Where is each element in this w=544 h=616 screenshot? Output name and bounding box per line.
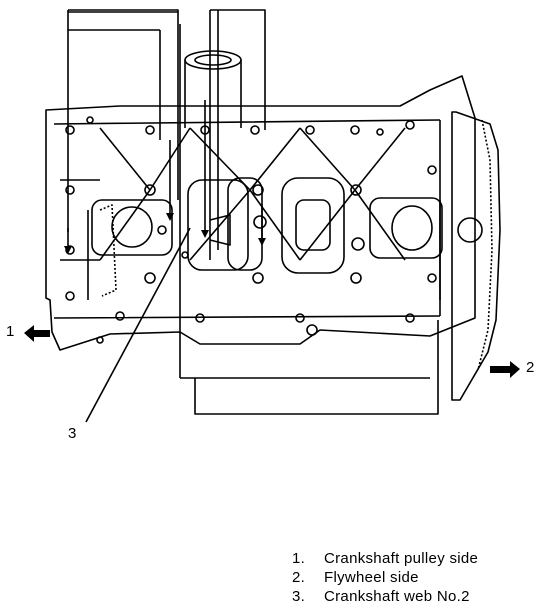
arrow-head-down-icon: [258, 238, 266, 246]
callout-3-label: 3: [68, 425, 77, 442]
crankshaft: [87, 177, 443, 300]
left-arrow-icon: [24, 325, 50, 342]
internal-arrows: [67, 100, 263, 248]
legend-text: Flywheel side: [324, 569, 419, 586]
legend-item: 1. Crankshaft pulley side: [292, 549, 478, 568]
right-arrow-icon: [490, 361, 520, 378]
legend-number: 1.: [292, 550, 306, 567]
cylinder-sleeve: [184, 50, 242, 128]
legend-text: Crankshaft pulley side: [324, 550, 479, 567]
bolt-holes: [65, 116, 437, 344]
callout-3-leader: [85, 227, 191, 423]
legend-number: 2.: [292, 569, 306, 586]
arrow-head-down-icon: [166, 213, 174, 221]
callout-1-label: 1: [6, 323, 15, 340]
arrow-head-down-icon: [201, 230, 209, 238]
legend-number: 3.: [292, 588, 306, 605]
legend-text: Crankshaft web No.2: [324, 588, 470, 605]
callout-2-label: 2: [526, 359, 535, 376]
flywheel: [451, 111, 501, 401]
legend: 1. Crankshaft pulley side 2. Flywheel side…: [292, 549, 478, 606]
engine-block: [45, 75, 476, 351]
legend-item: 3. Crankshaft web No.2: [292, 587, 478, 606]
arrow-head-down-icon: [64, 246, 72, 254]
legend-item: 2. Flywheel side: [292, 568, 478, 587]
timing-gear: [99, 204, 117, 297]
